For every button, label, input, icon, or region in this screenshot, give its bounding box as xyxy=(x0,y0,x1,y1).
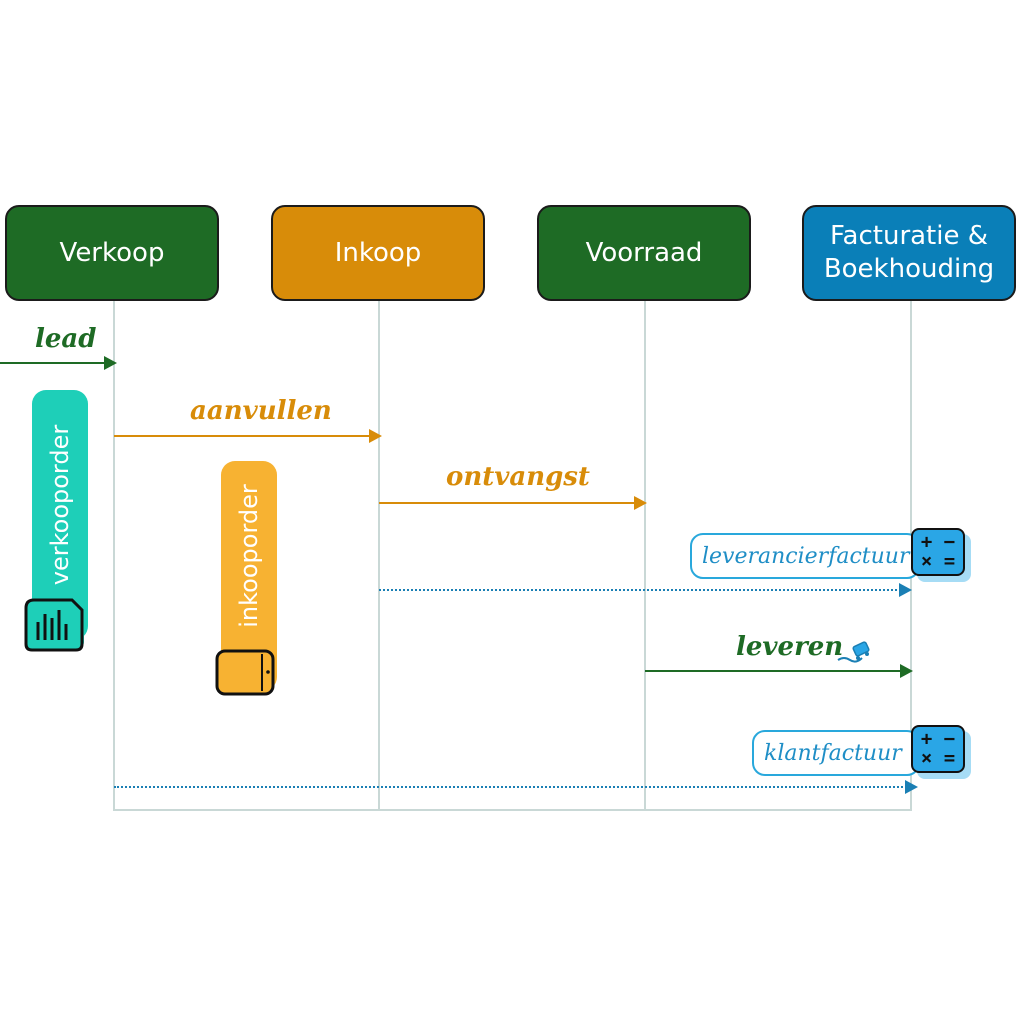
lane-facturatie: Facturatie & Boekhouding xyxy=(802,205,1016,301)
message-ontvangst-arrow xyxy=(379,496,647,510)
message-ontvangst-label: ontvangst xyxy=(446,462,590,492)
message-leverancierfactuur-label: leverancierfactuur xyxy=(690,533,920,579)
message-leveren-arrow xyxy=(645,664,913,678)
message-leveren-label: leveren xyxy=(736,632,844,662)
message-lead-label: lead xyxy=(35,324,97,354)
document-chart-icon xyxy=(24,598,84,652)
calculator-row-1: + − xyxy=(920,728,956,750)
calculator-row-1: + − xyxy=(920,531,956,553)
lifeline-inkoop xyxy=(378,300,380,810)
message-aanvullen-label: aanvullen xyxy=(190,396,332,426)
message-klantfactuur-arrow xyxy=(114,780,918,794)
arrowhead xyxy=(905,780,918,794)
lane-inkoop: Inkoop xyxy=(271,205,485,301)
tablet-icon xyxy=(215,649,275,696)
activation-verkooporder: verkooporder xyxy=(32,390,88,640)
lane-verkoop: Verkoop xyxy=(5,205,219,301)
activation-verkooporder-label: verkooporder xyxy=(46,424,74,586)
lifeline-verkoop xyxy=(113,300,115,810)
message-klantfactuur-label: klantfactuur xyxy=(752,730,920,776)
message-lead-arrow xyxy=(0,356,117,370)
message-leverancierfactuur-arrow xyxy=(379,583,912,597)
baseline xyxy=(113,809,912,811)
activation-inkooporder-label: inkooporder xyxy=(235,484,263,628)
arrowhead xyxy=(899,583,912,597)
calculator-icon: + − × = xyxy=(911,528,965,576)
arrowhead xyxy=(369,429,382,443)
lifeline-voorraad xyxy=(644,300,646,810)
calculator-row-2: × = xyxy=(920,747,956,769)
arrowhead xyxy=(900,664,913,678)
lane-voorraad: Voorraad xyxy=(537,205,751,301)
calculator-row-2: × = xyxy=(920,550,956,572)
message-aanvullen-arrow xyxy=(114,429,382,443)
arrowhead xyxy=(104,356,117,370)
truck-icon xyxy=(837,641,870,663)
calculator-icon: + − × = xyxy=(911,725,965,773)
arrowhead xyxy=(634,496,647,510)
